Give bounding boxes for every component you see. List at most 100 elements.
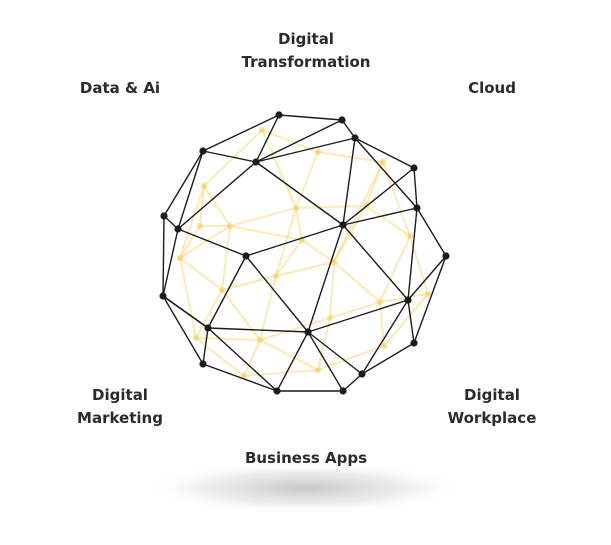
- inner-edge: [364, 204, 412, 238]
- label-digital-workplace[interactable]: Digital Workplace: [432, 384, 552, 430]
- wire-edge: [407, 255, 447, 301]
- wire-edge: [177, 228, 247, 257]
- inner-edge: [378, 292, 430, 304]
- inner-node: [381, 343, 387, 349]
- wire-edge: [245, 255, 309, 333]
- label-digital-marketing[interactable]: Digital Marketing: [55, 384, 185, 430]
- label-line: Digital: [278, 30, 334, 48]
- label-line: Digital: [92, 386, 148, 404]
- wire-edge: [342, 137, 356, 226]
- label-line: Transformation: [241, 53, 371, 71]
- wire-edge: [162, 215, 165, 297]
- label-digital-transformation[interactable]: Digital Transformation: [226, 28, 386, 74]
- vertex-node: [199, 147, 207, 155]
- inner-edge: [194, 336, 246, 378]
- label-data-ai[interactable]: Data & Ai: [70, 77, 170, 100]
- inner-node: [227, 223, 233, 229]
- inner-edge: [258, 338, 320, 372]
- wire-edge: [354, 137, 415, 169]
- inner-edge: [178, 256, 198, 340]
- inner-edge: [260, 128, 298, 210]
- inner-edge: [274, 206, 298, 278]
- vertex-node: [273, 387, 281, 395]
- wire-edge: [177, 150, 204, 230]
- vertex-node: [442, 252, 450, 260]
- inner-edge: [198, 184, 206, 228]
- inner-node: [407, 233, 413, 239]
- inner-edge: [274, 260, 336, 278]
- inner-node: [193, 335, 199, 341]
- wire-edge: [207, 327, 309, 333]
- inner-edge: [242, 338, 262, 378]
- vertex-node: [404, 296, 412, 304]
- inner-node: [259, 127, 265, 133]
- inner-node: [241, 373, 247, 379]
- label-line: Data & Ai: [79, 79, 161, 97]
- inner-edge: [178, 256, 224, 292]
- wire-edge: [207, 327, 278, 392]
- vertex-node: [275, 111, 283, 119]
- inner-node: [197, 223, 203, 229]
- vertex-node: [160, 212, 168, 220]
- inner-edge: [178, 184, 206, 260]
- inner-edge: [378, 234, 412, 304]
- inner-node: [327, 315, 333, 321]
- label-line: Digital: [464, 386, 520, 404]
- wire-edge: [255, 137, 356, 163]
- wire-edge: [413, 167, 418, 209]
- wire-edge: [163, 150, 204, 217]
- wire-edge: [307, 299, 409, 333]
- inner-edge: [294, 150, 320, 210]
- wire-edge: [255, 114, 280, 163]
- inner-edge: [381, 160, 412, 238]
- inner-node: [257, 337, 263, 343]
- inner-edge: [220, 224, 232, 292]
- vertex-node: [339, 221, 347, 229]
- inner-edge: [328, 300, 382, 320]
- vertex-node: [410, 164, 418, 172]
- wire-edge: [245, 224, 344, 257]
- inner-node: [315, 149, 321, 155]
- wire-edge: [407, 299, 415, 344]
- wire-edge: [202, 327, 209, 365]
- wire-edge: [255, 119, 343, 163]
- label-line: Cloud: [468, 79, 516, 97]
- label-cloud[interactable]: Cloud: [452, 77, 532, 100]
- inner-edge: [202, 184, 232, 228]
- wire-edge: [361, 299, 409, 375]
- wire-edge: [202, 114, 280, 152]
- wire-edge: [202, 150, 257, 163]
- inner-edge: [300, 238, 336, 264]
- inner-node: [377, 299, 383, 305]
- inner-node: [331, 259, 337, 265]
- vertex-node: [204, 324, 212, 332]
- label-line: Marketing: [77, 409, 163, 427]
- inner-edge: [316, 344, 386, 372]
- inner-edge: [202, 128, 264, 188]
- vertex-node: [304, 328, 312, 336]
- vertex-node: [358, 370, 366, 378]
- inner-edge: [274, 238, 304, 278]
- wire-edge: [278, 114, 343, 121]
- label-business-apps[interactable]: Business Apps: [226, 447, 386, 470]
- inner-edge: [408, 234, 430, 296]
- wire-edge: [342, 167, 415, 226]
- vertex-node: [351, 134, 359, 142]
- wire-edge: [361, 342, 415, 375]
- inner-edge: [258, 274, 278, 342]
- inner-edge: [220, 274, 278, 292]
- inner-edge: [294, 204, 368, 210]
- wire-edge: [307, 224, 344, 333]
- wire-edge: [276, 331, 309, 392]
- wire-edge: [162, 228, 179, 297]
- sphere-vertices: [159, 111, 450, 395]
- wire-edge: [162, 295, 204, 365]
- inner-edge: [194, 288, 224, 340]
- inner-node: [177, 255, 183, 261]
- inner-node: [315, 367, 321, 373]
- wire-edge: [307, 331, 344, 392]
- wire-edge: [342, 373, 363, 392]
- inner-node: [201, 183, 207, 189]
- wire-edge: [202, 363, 278, 392]
